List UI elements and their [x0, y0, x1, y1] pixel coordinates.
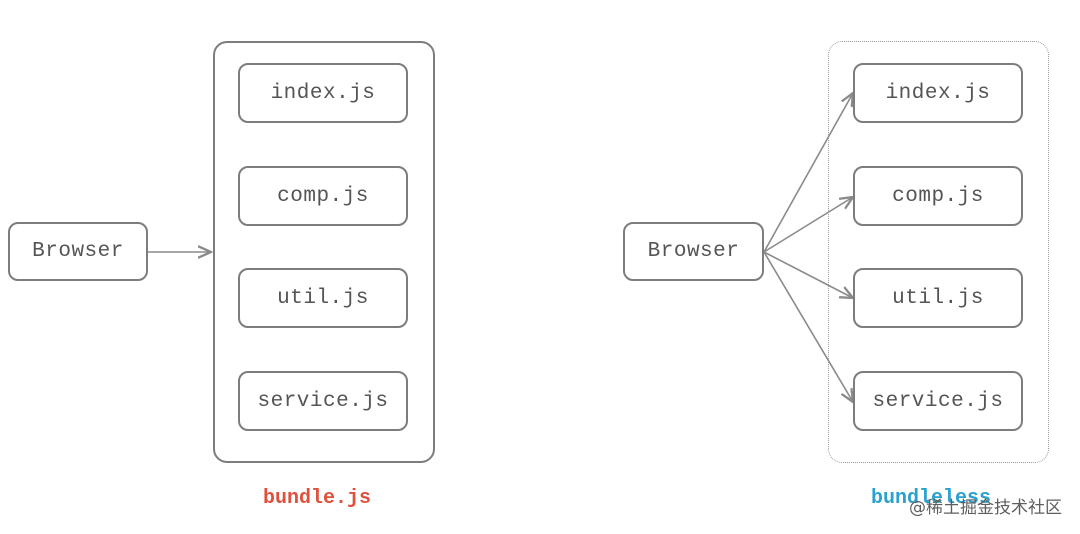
bundle-caption: bundle.js — [263, 487, 372, 510]
right-module-label: comp.js — [892, 184, 984, 208]
arrow-to-service — [763, 251, 853, 402]
arrow-to-index — [763, 93, 853, 253]
arrow-to-util — [763, 251, 853, 298]
bundleless-caption: bundleless — [871, 487, 992, 510]
right-module-util: util.js — [853, 268, 1023, 328]
right-module-label: util.js — [892, 286, 984, 310]
watermark: @稀土掘金技术社区 — [909, 498, 1062, 518]
left-module-label: util.js — [277, 286, 369, 310]
right-browser-box: Browser — [623, 222, 764, 281]
left-module-label: service.js — [257, 389, 389, 413]
right-module-label: service.js — [872, 389, 1004, 413]
left-module-comp: comp.js — [238, 166, 408, 226]
left-module-label: comp.js — [277, 184, 369, 208]
left-module-label: index.js — [270, 81, 376, 105]
left-browser-box: Browser — [8, 222, 148, 281]
right-module-label: index.js — [885, 81, 991, 105]
left-module-util: util.js — [238, 268, 408, 328]
right-module-comp: comp.js — [853, 166, 1023, 226]
bundle-container — [213, 41, 435, 463]
arrow-to-comp — [763, 197, 853, 253]
left-browser-label: Browser — [32, 240, 124, 263]
left-module-service: service.js — [238, 371, 408, 431]
right-module-index: index.js — [853, 63, 1023, 123]
right-module-service: service.js — [853, 371, 1023, 431]
bundleless-container — [828, 41, 1049, 463]
right-browser-label: Browser — [647, 240, 740, 263]
left-module-index: index.js — [238, 63, 408, 123]
